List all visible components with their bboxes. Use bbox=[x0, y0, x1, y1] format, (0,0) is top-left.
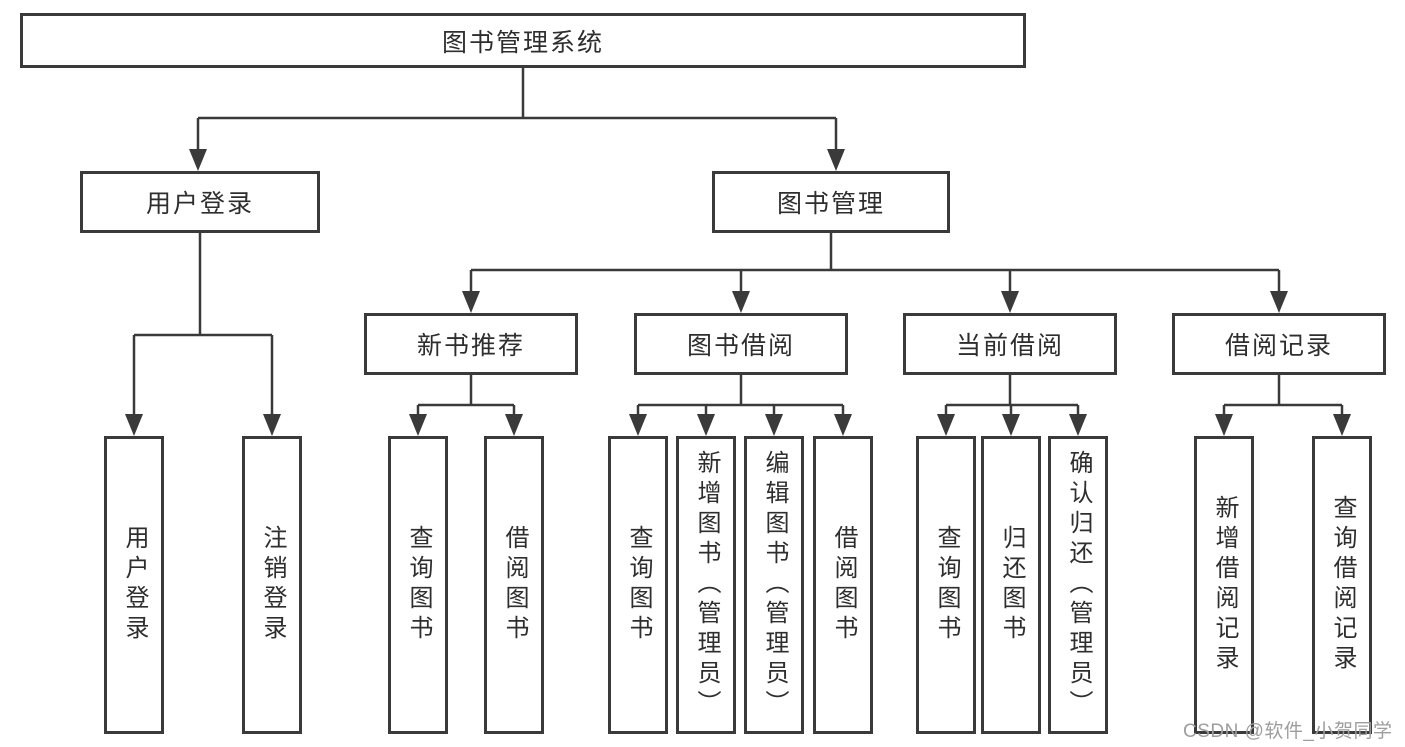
leaf-confirm-return-admin-label: 确认归还（管理员） bbox=[1065, 450, 1092, 720]
arrowhead bbox=[1215, 414, 1233, 436]
node-root-label: 图书管理系统 bbox=[441, 28, 604, 57]
leaf-query-books-recommend: 查询图书 bbox=[388, 436, 448, 734]
arrowheads bbox=[125, 149, 1351, 436]
arrowhead bbox=[1002, 414, 1020, 436]
leaf-borrow-books-recommend-label: 借阅图书 bbox=[501, 525, 528, 645]
node-borrowing-records: 借阅记录 bbox=[1172, 313, 1386, 375]
arrowhead bbox=[834, 414, 852, 436]
node-book-borrowing-label: 图书借阅 bbox=[686, 332, 795, 360]
leaf-borrow-books-recommend: 借阅图书 bbox=[484, 436, 544, 734]
leaf-query-books-borrow: 查询图书 bbox=[608, 436, 668, 734]
leaf-query-books-current: 查询图书 bbox=[916, 436, 976, 734]
leaf-query-borrow-record-label: 查询借阅记录 bbox=[1329, 495, 1356, 675]
arrowhead bbox=[1270, 291, 1288, 313]
connector-user-login bbox=[132, 233, 274, 418]
arrowhead bbox=[1001, 291, 1019, 313]
arrowhead bbox=[505, 414, 523, 436]
node-new-book-recommendation-label: 新书推荐 bbox=[416, 332, 525, 360]
leaf-user-login-label: 用户登录 bbox=[121, 525, 148, 645]
leaf-add-borrow-record: 新增借阅记录 bbox=[1194, 436, 1254, 734]
leaf-add-books-admin: 新增图书（管理员） bbox=[676, 436, 736, 734]
leaf-query-books-current-label: 查询图书 bbox=[933, 525, 960, 645]
leaf-add-books-admin-label: 新增图书（管理员） bbox=[693, 450, 720, 720]
arrowhead bbox=[462, 291, 480, 313]
leaf-logout-label: 注销登录 bbox=[259, 525, 286, 645]
arrowhead bbox=[765, 414, 783, 436]
arrowhead bbox=[189, 149, 207, 171]
leaf-borrow-books-label: 借阅图书 bbox=[830, 525, 857, 645]
leaf-add-borrow-record-label: 新增借阅记录 bbox=[1211, 495, 1238, 675]
node-current-borrowing-label: 当前借阅 bbox=[955, 332, 1064, 360]
leaf-query-books-recommend-label: 查询图书 bbox=[405, 525, 432, 645]
leaf-logout: 注销登录 bbox=[242, 436, 302, 734]
arrowhead bbox=[937, 414, 955, 436]
arrowhead bbox=[1069, 414, 1087, 436]
arrowhead bbox=[827, 149, 845, 171]
leaf-confirm-return-admin: 确认归还（管理员） bbox=[1048, 436, 1108, 734]
node-user-login-label: 用户登录 bbox=[145, 190, 254, 218]
arrowhead bbox=[1333, 414, 1351, 436]
leaf-query-borrow-record: 查询借阅记录 bbox=[1312, 436, 1372, 734]
node-new-book-recommendation: 新书推荐 bbox=[364, 313, 578, 375]
node-root: 图书管理系统 bbox=[20, 13, 1026, 68]
arrowhead bbox=[697, 414, 715, 436]
connector-book-borrowing bbox=[636, 375, 845, 418]
connector-root bbox=[196, 68, 838, 152]
leaf-return-books-label: 归还图书 bbox=[998, 525, 1025, 645]
connector-new-book-recommendation bbox=[416, 375, 516, 418]
leaf-edit-books-admin-label: 编辑图书（管理员） bbox=[761, 450, 788, 720]
arrowhead bbox=[125, 414, 143, 436]
node-book-management-label: 图书管理 bbox=[776, 190, 885, 218]
node-user-login: 用户登录 bbox=[80, 171, 320, 233]
connector-book-management bbox=[469, 233, 1281, 295]
leaf-return-books: 归还图书 bbox=[981, 436, 1041, 734]
arrowhead bbox=[409, 414, 427, 436]
leaf-edit-books-admin: 编辑图书（管理员） bbox=[744, 436, 804, 734]
node-borrowing-records-label: 借阅记录 bbox=[1224, 332, 1333, 360]
leaf-borrow-books: 借阅图书 bbox=[813, 436, 873, 734]
connector-borrowing-records bbox=[1222, 375, 1344, 418]
csdn-watermark: CSDN @软件_小贺同学 bbox=[1183, 721, 1393, 742]
node-book-borrowing: 图书借阅 bbox=[634, 313, 848, 375]
leaf-user-login: 用户登录 bbox=[104, 436, 164, 734]
node-current-borrowing: 当前借阅 bbox=[903, 313, 1117, 375]
arrowhead bbox=[732, 291, 750, 313]
arrowhead bbox=[263, 414, 281, 436]
node-book-management: 图书管理 bbox=[712, 171, 950, 233]
arrowhead bbox=[629, 414, 647, 436]
connector-current-borrowing bbox=[944, 375, 1080, 418]
leaf-query-books-borrow-label: 查询图书 bbox=[625, 525, 652, 645]
